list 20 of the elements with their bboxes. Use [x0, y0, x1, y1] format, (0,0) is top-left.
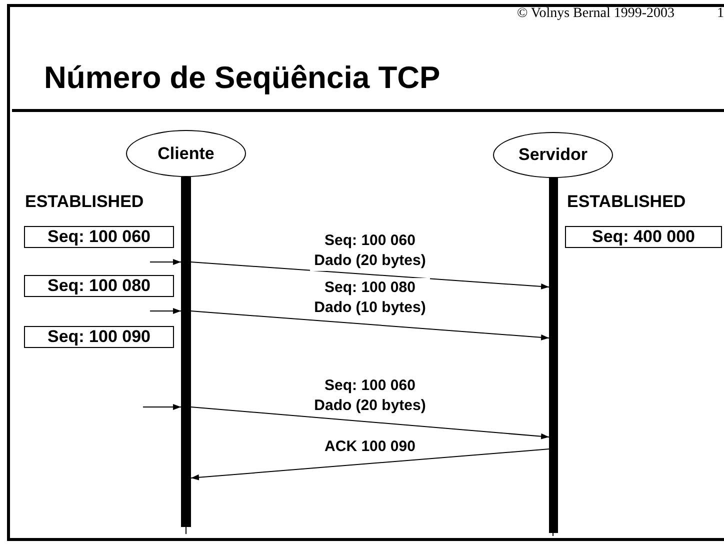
participant-ellipse: Cliente — [126, 130, 246, 177]
message-arrow — [190, 262, 550, 290]
sequence-box: Seq: 100 090 — [24, 326, 174, 348]
sequence-box: Seq: 100 060 — [24, 226, 174, 248]
page-number: 1 — [717, 6, 724, 22]
message-arrow — [190, 406, 550, 440]
message-arrow — [142, 404, 182, 410]
message-arrow — [150, 308, 182, 314]
state-label: ESTABLISHED — [25, 192, 144, 212]
sequence-box: Seq: 100 080 — [24, 275, 174, 297]
lifeline-bar — [549, 177, 558, 533]
state-label: ESTABLISHED — [567, 192, 686, 212]
message-arrow — [190, 310, 550, 340]
slide-title: Número de Seqüência TCP — [44, 60, 440, 96]
lifeline-bar — [181, 177, 191, 527]
copyright-note: © Volnys Bernal 1999-2003 — [517, 6, 675, 22]
message-arrow — [190, 448, 550, 480]
sequence-box: Seq: 400 000 — [565, 226, 722, 248]
participant-ellipse: Servidor — [493, 132, 613, 178]
message-arrow — [150, 259, 182, 265]
